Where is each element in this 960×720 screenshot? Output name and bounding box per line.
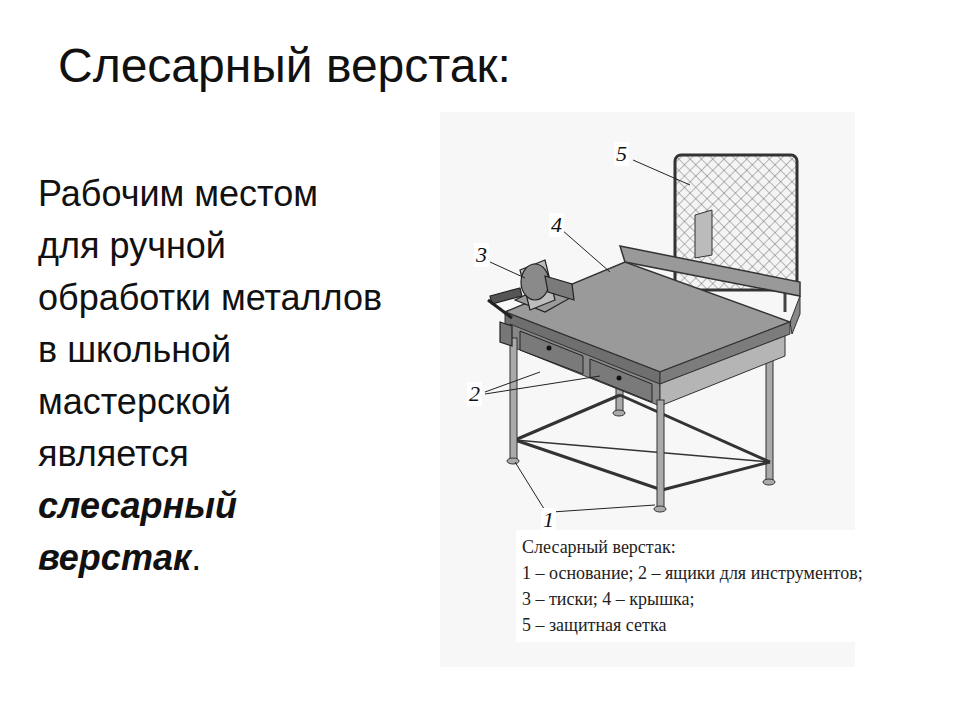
intro-paragraph: Рабочим местом для ручной обработки мета… <box>38 168 383 584</box>
bench-frame <box>515 395 770 490</box>
emphasis-term: слесарный верстак <box>38 485 237 578</box>
tool-drawer <box>520 331 583 374</box>
leader-lines <box>485 160 690 512</box>
callout-number: 5 <box>614 142 629 166</box>
caption-line: 3 – тиски; 4 – крышка; <box>522 586 863 612</box>
caption-line: 5 – защитная сетка <box>522 612 863 638</box>
callout-number: 4 <box>549 213 564 237</box>
paragraph-text: Рабочим местом для ручной обработки мета… <box>38 173 382 474</box>
caption-heading: Слесарный верстак: <box>522 534 863 560</box>
figure-caption-box: Слесарный верстак:1 – основание; 2 – ящи… <box>516 530 869 642</box>
callout-number: 3 <box>474 243 489 267</box>
slide-title: Слесарный верстак: <box>58 38 511 93</box>
bench-legs <box>507 338 775 512</box>
callout-number: 1 <box>541 508 556 532</box>
drawer-apron <box>510 324 660 406</box>
bench-vise <box>488 260 574 346</box>
paragraph-text: . <box>191 537 201 578</box>
tool-drawer <box>590 359 652 402</box>
callout-number: 2 <box>467 382 482 406</box>
caption-line: 1 – основание; 2 – ящики для инструменто… <box>522 560 863 586</box>
